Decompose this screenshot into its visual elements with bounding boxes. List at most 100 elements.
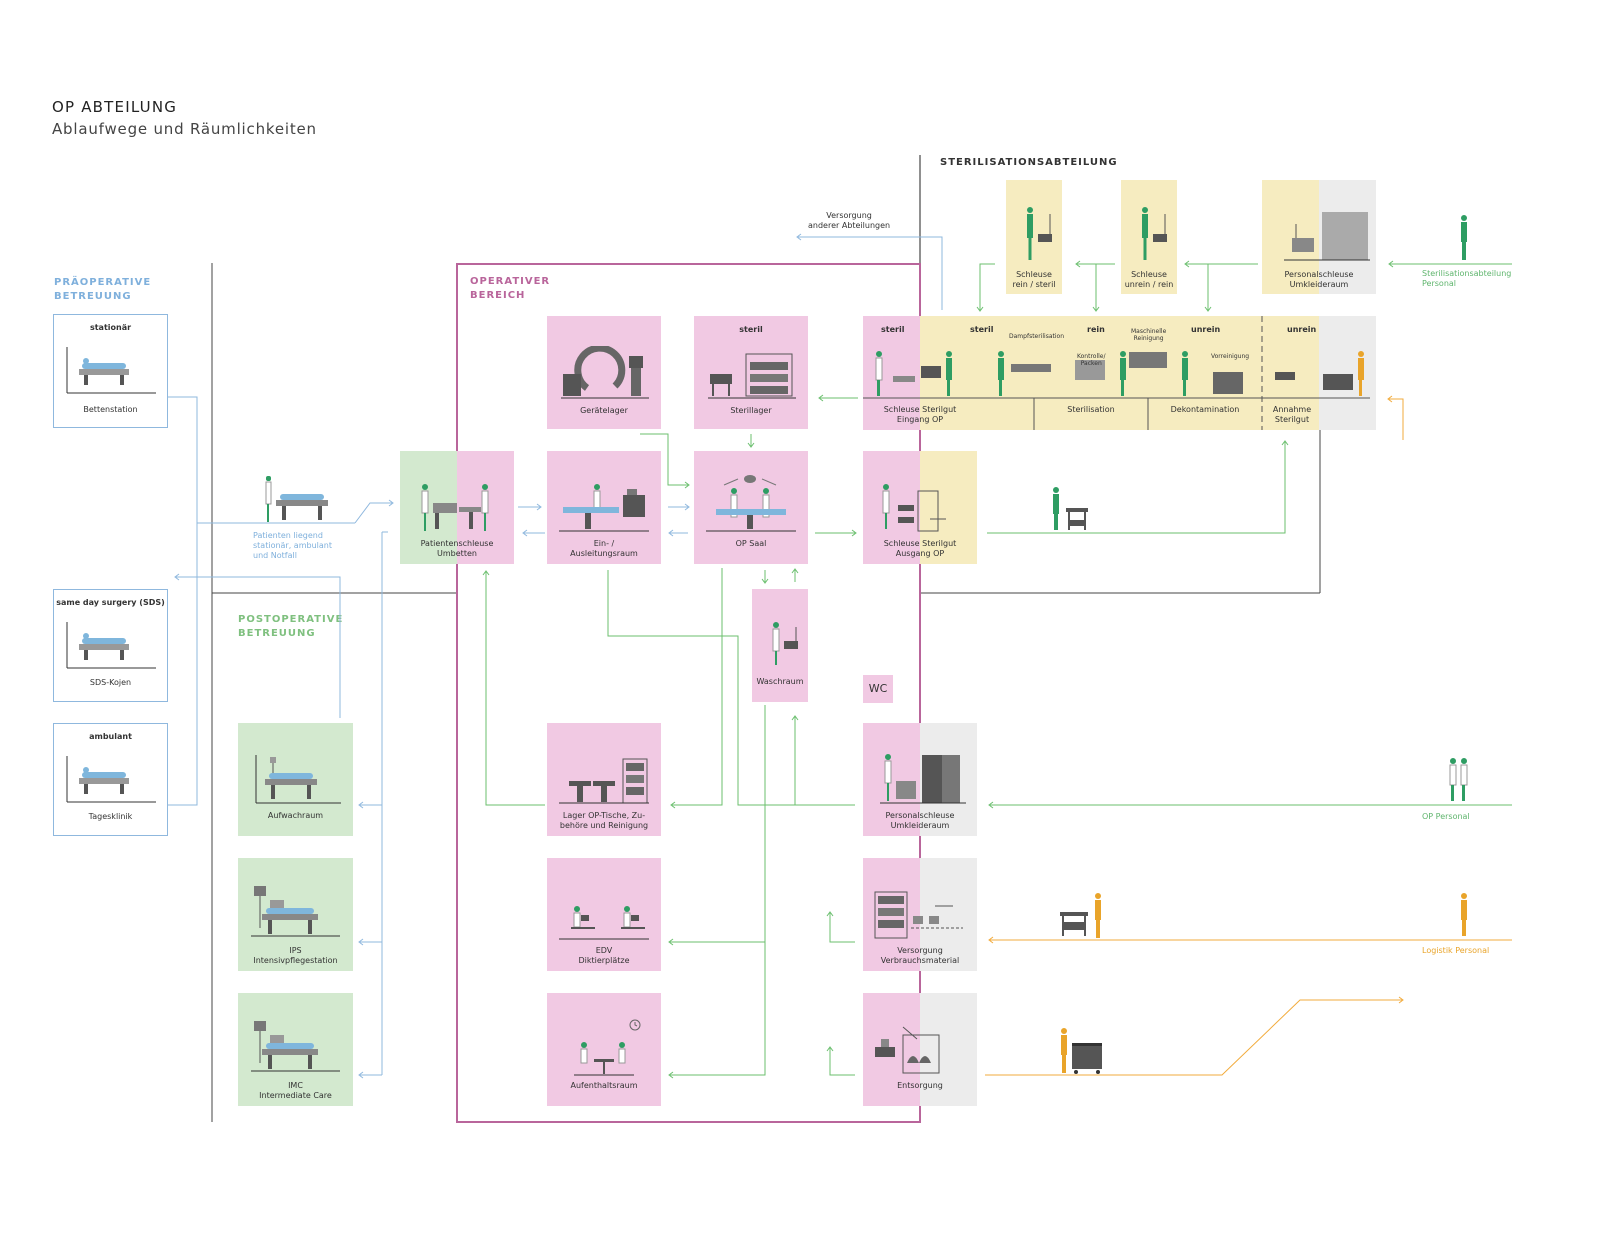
room-geraetelager: Gerätelager: [547, 316, 661, 429]
band-label-steril-1: steril: [881, 325, 905, 334]
icu-bed-icon: [251, 1021, 340, 1072]
band-label-annahme: Annahme Sterilgut: [1272, 405, 1312, 424]
room-label: Tagesklinik: [88, 812, 133, 821]
room-entsorgung: Entsorgung: [863, 993, 977, 1106]
steri-staff-figure: [1461, 215, 1467, 260]
room-personal-umkleide: Personalschleuse Umkleideraum: [863, 723, 977, 836]
room-label: Ein- / Ausleitungsraum: [570, 539, 638, 558]
room-label: Aufwachraum: [267, 811, 324, 820]
staff-sink-icon: [1027, 207, 1052, 260]
bed-icon: [66, 622, 156, 669]
op-staff-figures: [1449, 758, 1468, 801]
annotation-versorgung-andere: Versorgung anderer Abteilungen: [808, 211, 891, 230]
room-label: Schleuse unrein / rein: [1124, 270, 1174, 289]
room-top-label: same day surgery (SDS): [56, 598, 165, 607]
lounge-icon: [574, 1042, 634, 1076]
icu-bed-icon: [251, 886, 340, 937]
room-wc: WC: [863, 675, 893, 703]
room-aufenthalt: Aufenthaltsraum: [547, 993, 661, 1106]
staff-sink-icon: [1142, 207, 1167, 260]
annotation-steri-personal: Sterilisationsabteilung Personal: [1422, 269, 1512, 288]
room-einleitung: Ein- / Ausleitungsraum: [547, 451, 661, 564]
sink-icon: [772, 622, 798, 665]
room-label: OP Saal: [735, 539, 767, 548]
room-label: WC: [868, 682, 888, 695]
room-label: Patientenschleuse Umbetten: [420, 539, 494, 558]
band-label-maschinelle: Maschinelle Reinigung: [1131, 328, 1167, 342]
band-label-kontrolle: Kontrolle/ Packen: [1077, 353, 1106, 367]
room-label: Schleuse Sterilgut Ausgang OP: [883, 539, 957, 558]
desk-icon: [559, 906, 649, 940]
room-label: Versorgung Verbrauchsmaterial: [880, 946, 960, 965]
room-label: Personalschleuse Umkleideraum: [1284, 270, 1354, 289]
section-postop: POSTOPERATIVE BETREUUNG: [238, 614, 344, 639]
room-top-label: ambulant: [89, 732, 132, 741]
room-ips: IPS Intensivpflegestation: [238, 858, 353, 971]
room-versorgung: Versorgung Verbrauchsmaterial: [863, 858, 977, 971]
room-patientenschleuse: Patientenschleuse Umbetten: [400, 451, 514, 564]
room-top-label: steril: [739, 325, 763, 334]
annotation-logistik-personal: Logistik Personal: [1422, 946, 1490, 955]
room-label: Lager OP-Tische, Zu- behöre und Reinigun…: [559, 811, 649, 830]
section-operativ: OPERATIVER BEREICH: [470, 276, 551, 301]
band-label-vorreinigung: Vorreinigung: [1211, 353, 1250, 360]
room-imc: IMC Intermediate Care: [238, 993, 353, 1106]
op-table-storage-icon: [559, 758, 649, 804]
band-label-dampf: Dampfsterilisation: [1009, 333, 1064, 340]
room-schleuse-ausgang: Schleuse Sterilgut Ausgang OP: [863, 451, 977, 564]
surgery-icon: [706, 475, 796, 532]
locker-icon: [1284, 212, 1370, 261]
room-label: IPS Intensivpflegestation: [253, 946, 338, 965]
bed-icon: [66, 756, 156, 803]
page-title: OP ABTEILUNG: [52, 98, 178, 116]
room-bettenstation: stationär Bettenstation: [53, 314, 168, 428]
anesthesia-icon: [559, 484, 649, 532]
room-label: Entsorgung: [897, 1081, 943, 1090]
annotation-op-personal: OP Personal: [1422, 812, 1470, 821]
shelf-icon: [708, 353, 796, 399]
band-label-sterilisation: Sterilisation: [1067, 405, 1115, 414]
sterilisation-band: steril steril rein unrein unrein Dampfst…: [863, 316, 1376, 430]
band-label-rein: rein: [1087, 325, 1105, 334]
room-schleuse-unrein-rein: Schleuse unrein / rein: [1121, 180, 1177, 294]
bed-icon: [255, 755, 341, 804]
room-opsaal: OP Saal: [694, 451, 808, 564]
room-top-label: stationär: [89, 323, 132, 332]
sterilisation-band-lines: [863, 316, 1370, 430]
room-label: Schleuse rein / steril: [1012, 270, 1056, 289]
page-subtitle: Ablaufwege und Räumlichkeiten: [52, 120, 317, 138]
room-label: EDV Diktierplätze: [578, 946, 630, 965]
c-arm-icon: [561, 346, 649, 399]
room-label: Sterillager: [730, 406, 772, 415]
trolley-staff-figure: [1053, 487, 1088, 530]
patient-bed-icon: [265, 476, 328, 522]
room-waschraum: Waschraum: [752, 589, 808, 702]
band-label-unrein-1: unrein: [1191, 325, 1221, 334]
room-steri-personalschleuse: Personalschleuse Umkleideraum: [1262, 180, 1376, 294]
room-tagesklinik: ambulant Tagesklinik: [53, 723, 168, 836]
sterile-pass-icon: [882, 484, 946, 532]
transfer-icon: [421, 484, 489, 531]
disposal-icon: [875, 1026, 940, 1074]
clock-icon: [629, 1019, 641, 1031]
supply-icon: [874, 891, 963, 939]
room-label: SDS-Kojen: [89, 678, 132, 687]
room-schleuse-rein-steril: Schleuse rein / steril: [1006, 180, 1062, 294]
room-label: Aufenthaltsraum: [570, 1081, 638, 1090]
locker-icon: [880, 754, 966, 804]
room-label: IMC Intermediate Care: [259, 1081, 332, 1100]
section-sterilisation: STERILISATIONSABTEILUNG: [940, 157, 1118, 168]
room-label: Gerätelager: [580, 406, 628, 415]
band-label-dekontamination: Dekontamination: [1170, 405, 1240, 414]
section-praeop: PRÄOPERATIVE BETREUUNG: [54, 277, 152, 302]
annotation-patienten: Patienten liegend stationär, ambulant un…: [253, 531, 332, 560]
logistik-cart-figure: [1060, 893, 1101, 938]
room-label-schleuse-eingang: Schleuse Sterilgut Eingang OP: [883, 405, 957, 424]
room-lager-optische: Lager OP-Tische, Zu- behöre und Reinigun…: [547, 723, 661, 836]
room-label: Bettenstation: [83, 405, 138, 414]
room-aufwachraum: Aufwachraum: [238, 723, 353, 836]
band-label-steril-2: steril: [970, 325, 994, 334]
room-sds: same day surgery (SDS) SDS-Kojen: [53, 589, 168, 702]
logistik-staff-figure: [1461, 893, 1467, 936]
